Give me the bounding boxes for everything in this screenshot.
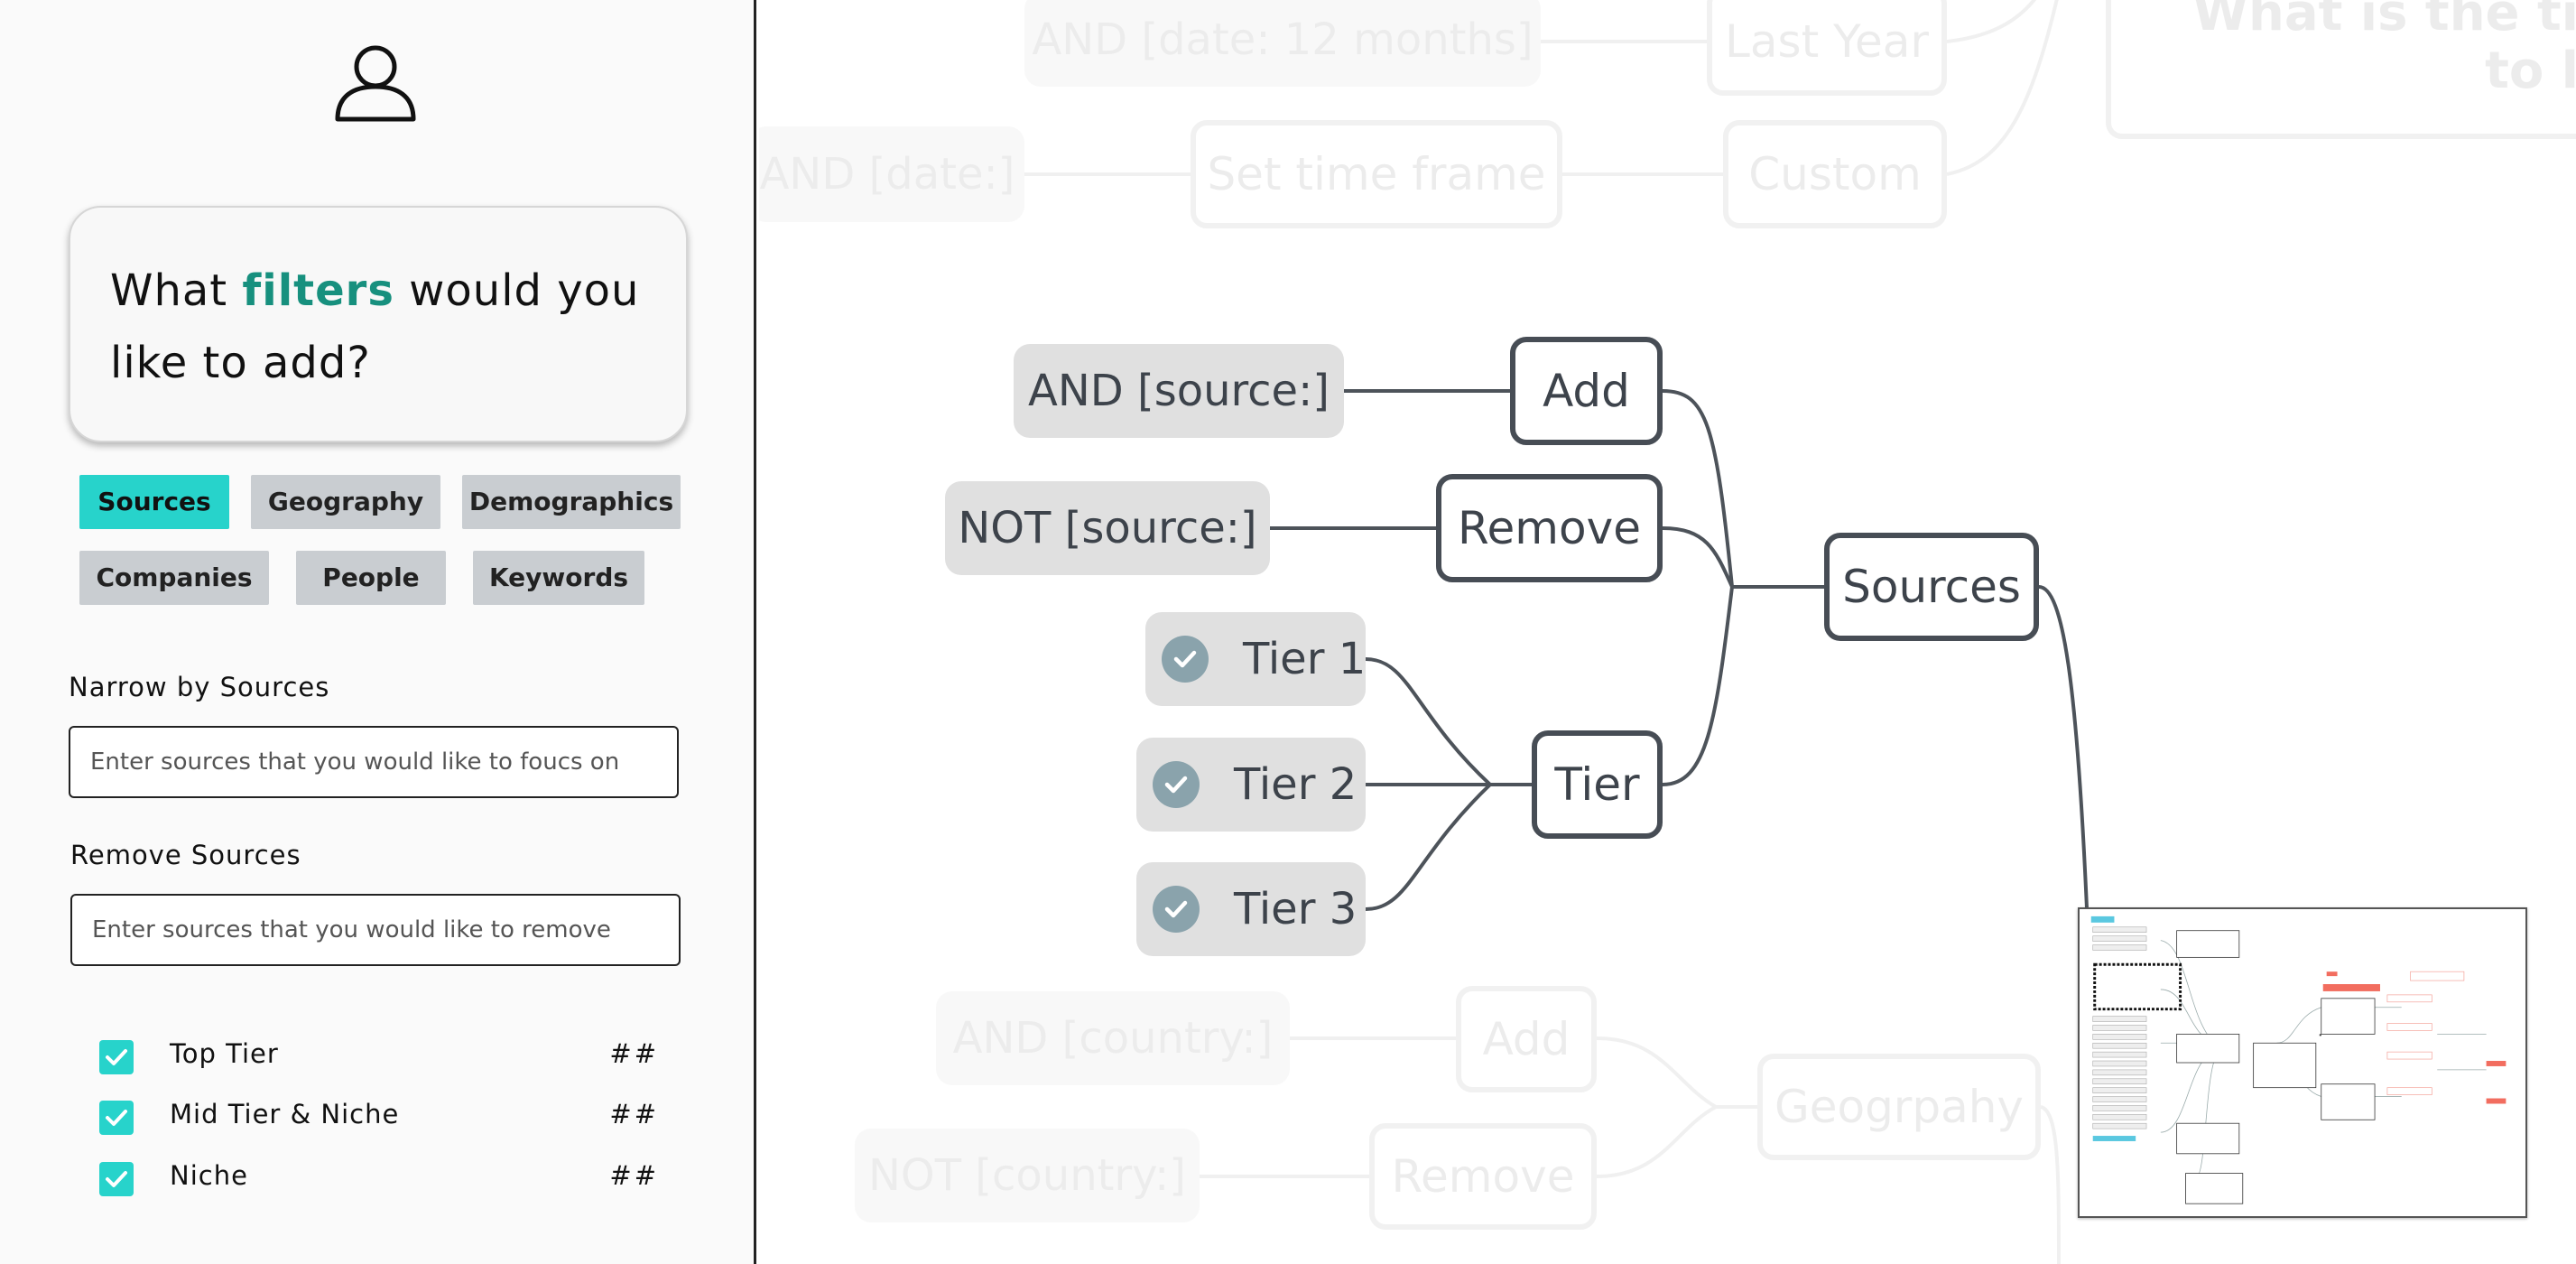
narrow-sources-label: Narrow by Sources — [69, 672, 330, 702]
time-question-line-2: to l — [2485, 42, 2576, 100]
tier-row-mid: Mid Tier & Niche ## — [99, 1097, 659, 1137]
check-circle-icon — [1153, 761, 1200, 808]
top-tier-count: ## — [609, 1038, 659, 1069]
date-12-months-node[interactable]: AND [date: 12 months] — [1024, 0, 1541, 87]
tab-geography[interactable]: Geography — [251, 475, 440, 529]
mind-map-connectors — [1024, 0, 2089, 1264]
custom-node[interactable]: Custom — [1723, 120, 1947, 228]
minimap-overview-icon — [2090, 915, 2507, 1204]
geography-node[interactable]: Geogrpahy — [1757, 1054, 2041, 1160]
niche-count: ## — [609, 1160, 659, 1191]
time-frame-question-node[interactable]: What is the ti to l — [2106, 0, 2576, 139]
tab-keywords[interactable]: Keywords — [473, 551, 644, 605]
remove-node[interactable]: Remove — [1436, 474, 1663, 582]
tier-1-label: Tier 1 — [1243, 634, 1367, 684]
check-icon — [106, 1171, 127, 1187]
tier-row-top: Top Tier ## — [99, 1036, 659, 1076]
set-time-frame-node[interactable]: Set time frame — [1191, 120, 1562, 228]
tier-node[interactable]: Tier — [1532, 730, 1663, 839]
check-circle-icon — [1162, 636, 1209, 683]
time-question-line-1: What is the ti — [2192, 0, 2576, 42]
tab-demographics[interactable]: Demographics — [462, 475, 681, 529]
question-text-end: would you like to add? — [110, 265, 640, 388]
check-icon — [106, 1049, 127, 1065]
tier-2-node[interactable]: Tier 2 — [1136, 738, 1366, 832]
tier-1-node[interactable]: Tier 1 — [1145, 612, 1366, 706]
not-source-node[interactable]: NOT [source:] — [945, 481, 1270, 575]
date-open-node[interactable]: AND [date:] — [759, 126, 1024, 222]
remove-sources-label: Remove Sources — [70, 840, 301, 870]
and-country-node[interactable]: AND [country:] — [936, 991, 1290, 1085]
tier-2-label: Tier 2 — [1234, 759, 1357, 810]
last-year-node[interactable]: Last Year — [1707, 0, 1947, 96]
mid-tier-label: Mid Tier & Niche — [170, 1099, 400, 1129]
sources-root-node[interactable]: Sources — [1824, 533, 2039, 641]
question-card: What filters would you like to add? — [69, 206, 688, 442]
filter-panel: What filters would you like to add? Sour… — [0, 0, 756, 1264]
tab-sources[interactable]: Sources — [79, 475, 229, 529]
geo-remove-node[interactable]: Remove — [1369, 1123, 1597, 1230]
mind-map-canvas[interactable]: AND [date: 12 months] Last Year AND [dat… — [759, 0, 2576, 1264]
minimap[interactable] — [2078, 907, 2527, 1218]
tier-row-niche: Niche ## — [99, 1158, 659, 1198]
top-tier-label: Top Tier — [170, 1038, 279, 1069]
remove-sources-input[interactable] — [70, 894, 681, 966]
question-text-start: What — [110, 265, 243, 316]
tier-3-label: Tier 3 — [1234, 884, 1357, 934]
question-highlight: filters — [242, 265, 394, 316]
tier-3-node[interactable]: Tier 3 — [1136, 862, 1366, 956]
check-circle-icon — [1153, 886, 1200, 933]
check-icon — [106, 1110, 127, 1126]
mid-tier-checkbox[interactable] — [99, 1101, 134, 1135]
not-country-node[interactable]: NOT [country:] — [855, 1129, 1200, 1222]
top-tier-checkbox[interactable] — [99, 1040, 134, 1074]
tab-people[interactable]: People — [296, 551, 446, 605]
tab-companies[interactable]: Companies — [79, 551, 269, 605]
geo-add-node[interactable]: Add — [1456, 986, 1597, 1092]
niche-label: Niche — [170, 1160, 248, 1191]
mid-tier-count: ## — [609, 1099, 659, 1129]
add-node[interactable]: Add — [1510, 337, 1663, 445]
narrow-sources-input[interactable] — [69, 726, 679, 798]
and-source-node[interactable]: AND [source:] — [1014, 344, 1344, 438]
niche-checkbox[interactable] — [99, 1162, 134, 1196]
user-avatar-icon[interactable] — [332, 40, 419, 126]
